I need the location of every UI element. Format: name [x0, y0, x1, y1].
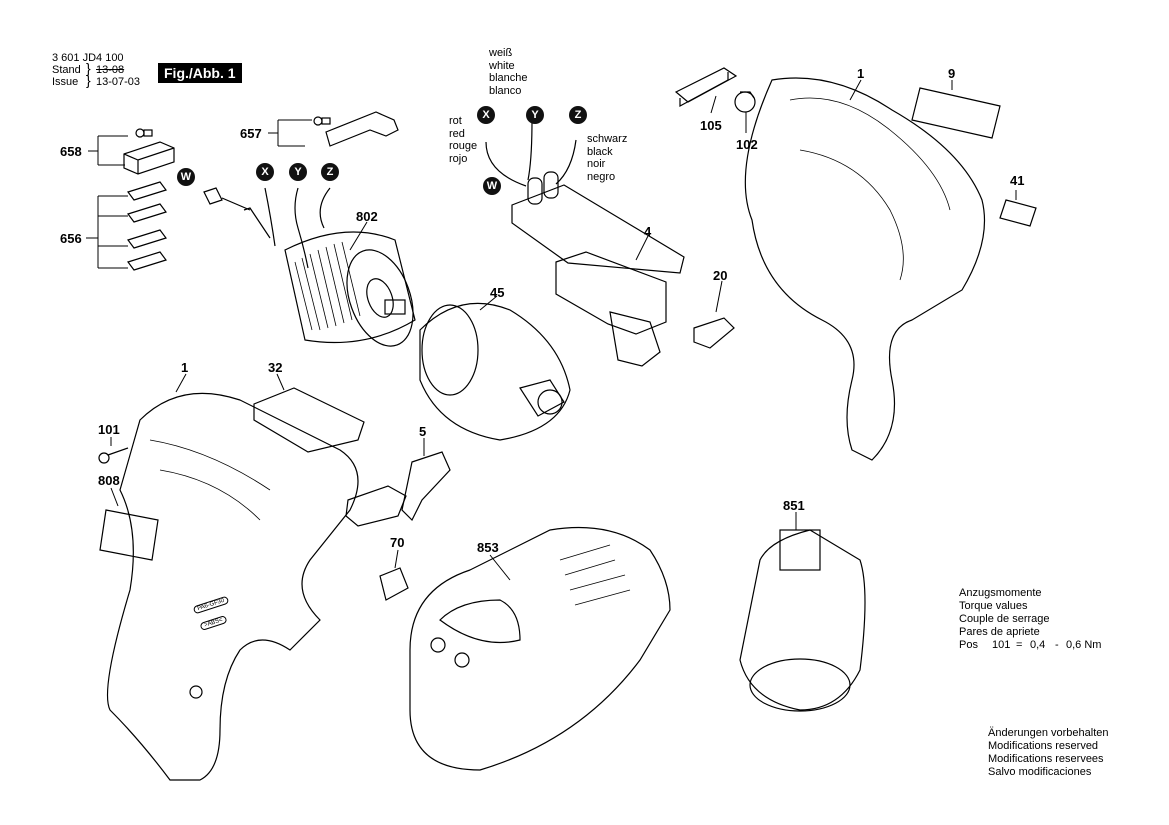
torque-de: Anzugsmomente	[959, 587, 1042, 599]
red-de: rot	[449, 115, 462, 127]
wire-x-bubble-right: X	[477, 106, 495, 124]
label-658: 658	[60, 144, 82, 159]
label-5: 5	[419, 424, 427, 439]
label-656: 656	[60, 231, 82, 246]
part-851-battery	[739, 529, 866, 712]
pos-label: Pos	[959, 639, 978, 651]
part-105-cover	[674, 67, 738, 108]
red-es: rojo	[449, 152, 468, 165]
part-45-gearbox	[419, 302, 571, 441]
red-wire-text: rot red rouge rojo	[449, 115, 477, 165]
label-102: 102	[736, 137, 758, 152]
part-32-slider	[253, 387, 365, 453]
part-853-charger	[409, 526, 671, 771]
black-wire-text: schwarz black noir negro	[587, 133, 627, 183]
mod-de: Änderungen vorbehalten	[988, 727, 1109, 739]
label-70: 70	[390, 535, 405, 550]
label-657: 657	[240, 126, 262, 141]
part-1-housing-right	[744, 77, 986, 461]
label-105: 105	[700, 118, 722, 133]
label-45: 45	[490, 285, 505, 300]
black-es: negro	[587, 170, 616, 183]
torque-fr: Couple de serrage	[959, 613, 1050, 625]
motor-connector	[203, 187, 331, 269]
torque-min: 0,4	[1030, 639, 1046, 651]
stand-label: Stand	[52, 64, 81, 76]
part-9-label	[911, 87, 1001, 139]
part-70-spring	[379, 567, 409, 601]
figure-label: Fig./Abb. 1	[158, 63, 242, 83]
issue-label: Issue	[52, 76, 79, 88]
mod-es: Salvo modificaciones	[988, 766, 1092, 778]
torque-values: Anzugsmomente Torque values Couple de se…	[959, 587, 1101, 652]
eq-sign: =	[1016, 639, 1023, 651]
stand-value: 13-08	[96, 64, 125, 76]
label-101: 101	[98, 422, 120, 437]
label-4: 4	[644, 224, 652, 239]
part-41-label	[999, 199, 1037, 227]
white-en: white	[489, 59, 515, 72]
torque-row: Pos 101 = 0,4-0,6 Nm	[959, 639, 1101, 652]
document-number: 3 601 JD4 100	[52, 52, 124, 64]
white-wire-text: weiß white blanche blanco	[489, 47, 528, 97]
label-20: 20	[713, 268, 728, 283]
white-fr: blanche	[489, 72, 528, 84]
wire-z-bubble-right: Z	[569, 106, 587, 124]
wire-y-bubble-left: Y	[289, 163, 307, 181]
part-4-switch	[485, 119, 685, 367]
wire-w-bubble-left: W	[177, 168, 195, 186]
mod-en: Modifications reserved	[988, 740, 1099, 752]
wire-z-bubble-left: Z	[321, 163, 339, 181]
part-657-bracket	[313, 111, 399, 147]
white-de: weiß	[489, 47, 513, 59]
torque-es: Pares de apriete	[959, 626, 1040, 638]
part-808-label	[99, 509, 159, 561]
part-1-housing-left	[106, 392, 359, 781]
label-851: 851	[783, 498, 805, 513]
torque-en: Torque values	[959, 600, 1028, 612]
issue-value: 13-07-03	[96, 76, 141, 88]
label-9: 9	[948, 66, 956, 81]
part-101-screw	[98, 447, 129, 464]
black-fr: noir	[587, 158, 606, 170]
leader-lines	[86, 79, 1017, 581]
mod-fr: Modifications reservees	[988, 753, 1104, 765]
black-en: black	[587, 145, 613, 158]
part-656-contacts	[127, 181, 167, 271]
red-fr: rouge	[449, 140, 478, 152]
label-41: 41	[1010, 173, 1025, 188]
wire-w-bubble-right: W	[483, 177, 501, 195]
pos-value: 101	[992, 639, 1011, 651]
part-5-trigger	[345, 451, 451, 527]
label-1-left: 1	[181, 360, 189, 375]
label-1-top: 1	[857, 66, 865, 81]
part-20-lever	[693, 317, 735, 349]
part-102-nut	[734, 91, 756, 113]
modifications-notice: Änderungen vorbehalten Modifications res…	[988, 727, 1108, 779]
label-853: 853	[477, 540, 499, 555]
wire-y-bubble-right: Y	[526, 106, 544, 124]
part-802-motor	[284, 231, 416, 347]
black-de: schwarz	[587, 133, 628, 145]
white-es: blanco	[489, 84, 522, 97]
label-808: 808	[98, 473, 120, 488]
brace-issue: }	[86, 72, 91, 88]
part-658-clip	[123, 128, 175, 175]
torque-max: 0,6 Nm	[1066, 639, 1102, 651]
brace: }	[86, 60, 91, 76]
label-802: 802	[356, 209, 378, 224]
torque-dash: -	[1055, 639, 1059, 651]
label-32: 32	[268, 360, 283, 375]
red-en: red	[449, 127, 465, 140]
wire-x-bubble-left: X	[256, 163, 274, 181]
